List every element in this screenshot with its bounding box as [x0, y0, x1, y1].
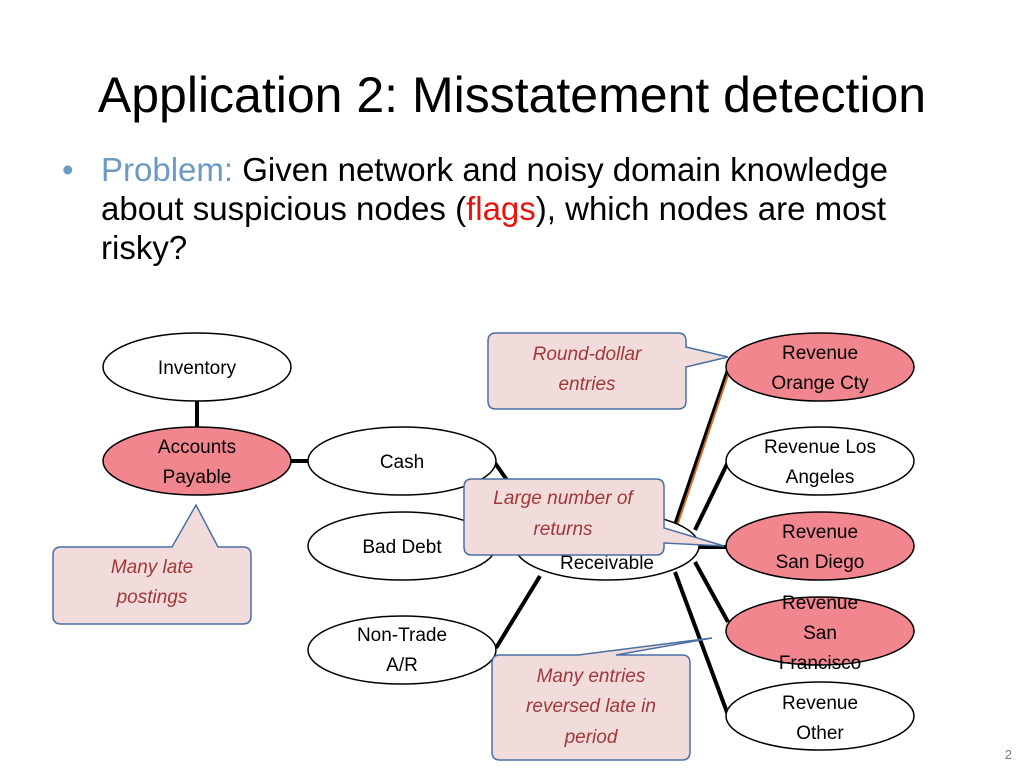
- node-revenue-other-line2: Other: [796, 723, 844, 744]
- node-revenue-other-line1: Revenue: [782, 693, 858, 714]
- node-bad-debt-label: Bad Debt: [362, 537, 442, 558]
- node-inventory-label: Inventory: [158, 358, 237, 379]
- node-inventory: Inventory: [102, 332, 292, 402]
- node-non-trade-line1: Non-Trade: [357, 625, 447, 646]
- callout-reversed-late-line2: reversed late in: [526, 696, 656, 717]
- node-revenue-orange-line1: Revenue: [782, 343, 858, 364]
- node-revenue-sd-line2: San Diego: [776, 552, 865, 573]
- callout-reversed-late-line3: period: [564, 727, 619, 748]
- node-revenue-sf-line3: Francisco: [779, 653, 861, 674]
- callout-round-dollar-line2: entries: [558, 374, 616, 395]
- callout-reversed-late-line1: Many entries: [537, 666, 646, 687]
- edge-receivable-sf: [693, 561, 730, 623]
- node-revenue-la-line1: Revenue Los: [764, 437, 876, 458]
- node-revenue-la-line2: Angeles: [786, 467, 855, 488]
- node-cash: Cash: [307, 426, 497, 496]
- node-accounts-payable-line1: Accounts: [158, 437, 236, 458]
- node-revenue-san-diego: Revenue San Diego: [725, 511, 915, 581]
- node-revenue-other: Revenue Other: [725, 681, 915, 751]
- callout-round-dollar: Round-dollar entries: [487, 332, 729, 410]
- node-revenue-sf-line1: Revenue: [782, 593, 858, 614]
- problem-text-start: Given network and noisy domain knowledge…: [101, 151, 888, 227]
- bullet-dot-icon: •: [62, 151, 74, 188]
- node-accounts-payable-line2: Payable: [163, 467, 232, 488]
- callout-many-late-line2: postings: [116, 587, 188, 608]
- edge-nontrade-receivable: [494, 574, 542, 650]
- problem-text-end: ), which nodes are most risky?: [101, 190, 887, 266]
- slide-number: 2: [1004, 747, 1012, 762]
- problem-label: Problem:: [101, 151, 234, 188]
- callout-many-late-line1: Many late: [111, 557, 193, 578]
- node-non-trade-line2: A/R: [386, 655, 418, 676]
- callout-large-returns-line1: Large number of: [493, 488, 634, 509]
- flags-keyword: flags: [466, 190, 536, 227]
- callout-round-dollar-line1: Round-dollar: [533, 344, 642, 365]
- node-revenue-los-angeles: Revenue Los Angeles: [725, 426, 915, 496]
- slide-title: Application 2: Misstatement detection: [97, 67, 927, 123]
- node-revenue-orange-cty: Revenue Orange Cty: [725, 332, 915, 402]
- node-receivable-label: Receivable: [560, 553, 654, 574]
- node-revenue-sf-line2: San: [803, 623, 837, 644]
- node-non-trade-ar: Non-Trade A/R: [307, 615, 497, 685]
- edge-receivable-other: [673, 571, 730, 716]
- callout-large-returns: Large number of returns: [463, 478, 725, 556]
- edge-receivable-la: [693, 461, 730, 531]
- callout-large-returns-line2: returns: [533, 519, 593, 540]
- node-revenue-sd-line1: Revenue: [782, 522, 858, 543]
- edge-receivable-orange: [673, 369, 730, 526]
- callout-many-late: Many late postings: [52, 503, 252, 625]
- node-revenue-san-francisco: Revenue San Francisco: [725, 593, 915, 674]
- callout-reversed-late: Many entries reversed late in period: [491, 637, 713, 761]
- node-bad-debt: Bad Debt: [307, 511, 497, 581]
- node-cash-label: Cash: [380, 452, 424, 473]
- node-accounts-payable: Accounts Payable: [102, 426, 292, 496]
- edge-highlight-orange: [676, 371, 730, 527]
- problem-statement: Problem: Given network and noisy domain …: [101, 150, 961, 267]
- node-revenue-orange-line2: Orange Cty: [771, 373, 869, 394]
